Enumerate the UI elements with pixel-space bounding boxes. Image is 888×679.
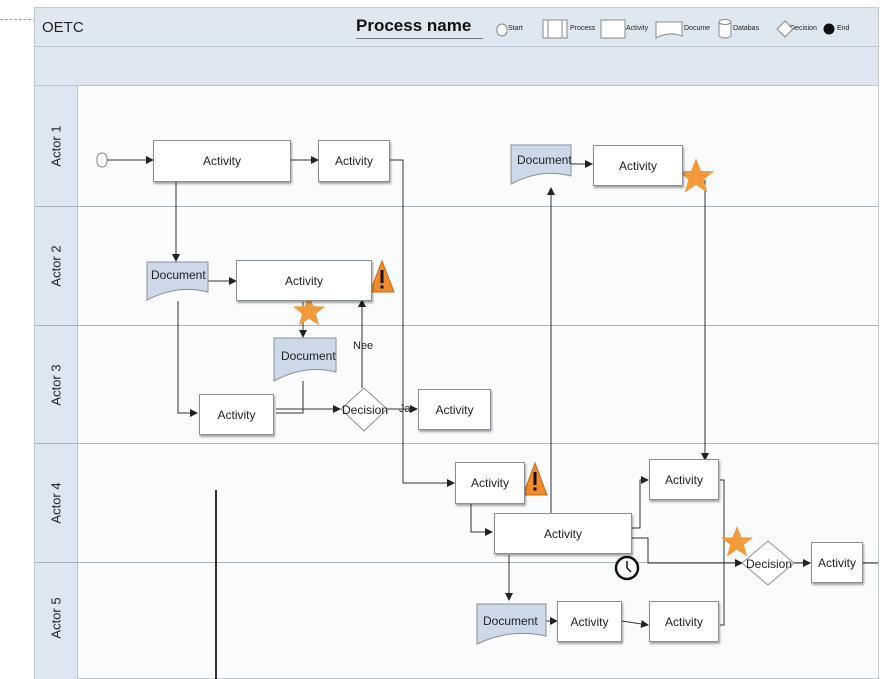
connector xyxy=(177,301,198,417)
legend-symbols xyxy=(496,19,835,39)
activity-box[interactable]: Activity xyxy=(494,513,632,554)
document-shape-actor-5 xyxy=(476,603,547,645)
document-shape-actor-3 xyxy=(273,337,337,382)
activity-box[interactable]: Activity xyxy=(199,394,274,435)
connector xyxy=(621,619,649,628)
legend-activity-icon xyxy=(600,19,626,39)
document-label: Document xyxy=(483,614,538,628)
star-icon xyxy=(720,526,754,557)
legend-decision-label: Decision xyxy=(790,25,817,32)
dashed-guide-line xyxy=(0,19,36,20)
process-name-title: Process name xyxy=(356,16,472,35)
legend-process-label: Process xyxy=(570,25,596,32)
warning-icon xyxy=(369,259,395,293)
activity-box[interactable]: Activity xyxy=(649,459,719,500)
document-shape-actor-2 xyxy=(146,261,209,301)
decision-diamond-actor-4-5 xyxy=(741,540,795,586)
start-node xyxy=(96,152,108,168)
decision-label: Decision xyxy=(746,557,793,571)
legend-database-icon-top xyxy=(718,19,732,25)
activity-box[interactable]: Activity xyxy=(557,601,622,642)
activity-box[interactable]: Activity xyxy=(593,145,683,186)
activity-box[interactable]: Activity xyxy=(418,389,491,430)
activity-box[interactable]: Activity xyxy=(153,140,291,182)
lane-divider xyxy=(35,443,878,444)
legend-document-icon xyxy=(655,21,683,39)
connectors xyxy=(107,156,878,628)
connector xyxy=(720,479,725,626)
activity-box[interactable]: Activity xyxy=(649,601,719,642)
document-label: Document xyxy=(281,349,336,363)
legend-end-icon xyxy=(823,23,835,35)
activity-box[interactable]: Activity xyxy=(455,462,525,504)
connector xyxy=(632,476,649,529)
document-label: Document xyxy=(517,153,572,167)
decision-diamond-actor-3 xyxy=(340,387,388,432)
lane-header-actor-3: Actor 3 xyxy=(35,326,78,444)
edge-label-yes: Ja xyxy=(399,403,411,415)
lane-header-actor-5: Actor 5 xyxy=(35,563,78,679)
legend-start-icon xyxy=(496,23,508,37)
legend-decision-icon xyxy=(776,20,794,38)
connector xyxy=(470,504,493,536)
document-shape-actor-1 xyxy=(510,144,572,185)
timer-clock-icon xyxy=(614,555,640,581)
activity-box[interactable]: Activity xyxy=(318,140,390,182)
legend-database-icon xyxy=(718,22,732,39)
activity-box[interactable]: Activity xyxy=(236,260,372,301)
legend-document-label: Docume xyxy=(684,25,711,32)
diagram-frame xyxy=(34,7,879,679)
warning-icon xyxy=(522,461,548,496)
star-icon xyxy=(292,295,326,326)
lane-header-actor-2: Actor 2 xyxy=(35,207,78,326)
header-bar xyxy=(35,8,878,47)
connector xyxy=(390,159,455,487)
title-underline xyxy=(356,38,483,39)
connector xyxy=(632,537,743,567)
legend-process-icon xyxy=(542,19,568,39)
document-label: Document xyxy=(151,268,206,282)
legend-activity-label: Activity xyxy=(626,25,649,32)
lane-header-actor-1: Actor 1 xyxy=(35,86,78,207)
lane-divider xyxy=(35,562,878,563)
header-band xyxy=(35,47,878,86)
lane-header-actor-4: Actor 4 xyxy=(35,444,78,563)
edge-label-no: Nee xyxy=(353,340,374,352)
activity-box[interactable]: Activity xyxy=(811,542,863,583)
legend-end-label: End xyxy=(837,25,850,32)
legend-database-label: Databas xyxy=(733,25,760,32)
legend-start-label: Start xyxy=(508,25,523,32)
star-icon xyxy=(677,158,715,193)
organization-label: OETC xyxy=(42,19,84,36)
decision-label: Decision xyxy=(342,403,389,417)
connector xyxy=(276,381,304,414)
lane-divider xyxy=(35,206,878,207)
lane-divider xyxy=(35,325,878,326)
